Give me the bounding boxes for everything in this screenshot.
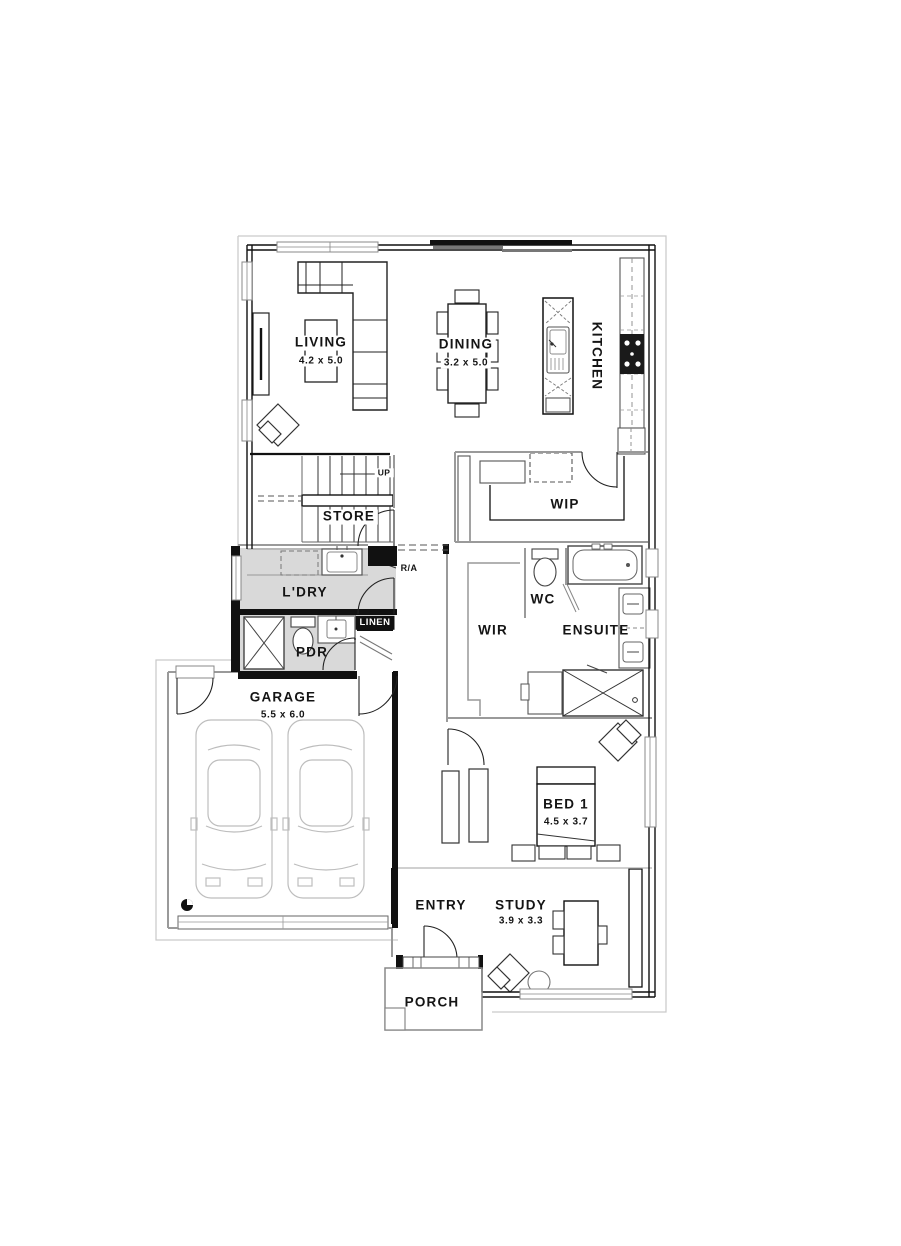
solid-walls xyxy=(231,544,483,969)
powder-fixtures xyxy=(243,615,356,670)
room-label-wip: WIP xyxy=(550,496,580,512)
pantry-door xyxy=(581,451,618,488)
room-label-dining: DINING xyxy=(435,337,497,353)
room-label-pdr: PDR xyxy=(295,644,329,660)
laundry-door xyxy=(357,577,395,615)
garage-internal-door xyxy=(358,675,398,716)
kitchen-bench xyxy=(617,257,646,455)
room-label-entry: ENTRY xyxy=(415,897,467,913)
living-top-window xyxy=(276,241,379,253)
room-label-store: STORE xyxy=(319,509,379,525)
wir-shelving xyxy=(467,562,520,716)
bookshelf xyxy=(628,868,643,988)
stairs-up-label: UP xyxy=(374,467,394,478)
dashed-lines xyxy=(398,544,448,551)
coffee-table xyxy=(304,319,338,383)
room-label-wir: WIR xyxy=(478,622,508,638)
windows xyxy=(175,240,659,1000)
living-left-windows xyxy=(241,261,253,442)
pantry-benches xyxy=(457,452,625,543)
garage-door xyxy=(177,915,389,930)
sofa xyxy=(297,261,388,411)
room-dims-garage: 5.5 x 6.0 xyxy=(260,709,306,721)
linen-door xyxy=(359,635,393,661)
dining-stacker-door xyxy=(430,240,572,252)
hall-bedroom-door xyxy=(447,728,485,766)
laundry-fixtures xyxy=(247,546,368,576)
powder-door xyxy=(322,637,356,671)
kitchen-island xyxy=(542,297,574,415)
room-label-porch: PORCH xyxy=(404,994,460,1010)
wc-fixtures xyxy=(531,548,580,613)
cars xyxy=(190,719,370,899)
survey-marker xyxy=(181,899,193,911)
fridge-space xyxy=(617,427,646,455)
room-label-ldry: L'DRY xyxy=(282,584,328,600)
room-label-wc: WC xyxy=(530,591,556,607)
room-label-study: STUDY xyxy=(495,897,547,913)
room-label-kitchen: KITCHEN xyxy=(589,321,605,391)
room-dims-bed1: 4.5 x 3.7 xyxy=(540,816,592,828)
tv-unit xyxy=(252,312,270,396)
stairs xyxy=(250,452,394,543)
room-dims-study: 3.9 x 3.3 xyxy=(498,915,544,927)
interior-walls xyxy=(167,451,652,992)
bed1-furniture xyxy=(441,719,642,862)
room-label-living: LIVING xyxy=(291,335,351,351)
room-label-bed1: BED 1 xyxy=(540,797,592,813)
bed xyxy=(536,783,596,847)
return-air-label: R/A xyxy=(400,563,418,574)
porch-structure xyxy=(384,956,483,1031)
bed1-window xyxy=(644,736,657,828)
room-label-garage: GARAGE xyxy=(249,689,317,705)
room-label-ensuite: ENSUITE xyxy=(562,622,630,638)
dining-table xyxy=(436,289,499,418)
ensuite-windows xyxy=(645,548,659,639)
study-furniture xyxy=(487,868,643,994)
desk xyxy=(563,900,599,966)
laundry-window xyxy=(231,555,242,601)
rug xyxy=(256,403,300,447)
garage-side-door xyxy=(176,677,214,715)
study-window xyxy=(519,988,633,1000)
ensuite-fixtures xyxy=(520,543,651,717)
room-label-linen: LINEN xyxy=(355,615,395,631)
entry-door xyxy=(423,925,458,960)
bed-headboard xyxy=(536,766,596,785)
garage-side-door-panel xyxy=(175,665,215,679)
room-dims-living: 4.2 x 5.0 xyxy=(295,355,347,367)
roofline xyxy=(155,235,667,1013)
room-dims-dining: 3.2 x 5.0 xyxy=(440,357,492,369)
